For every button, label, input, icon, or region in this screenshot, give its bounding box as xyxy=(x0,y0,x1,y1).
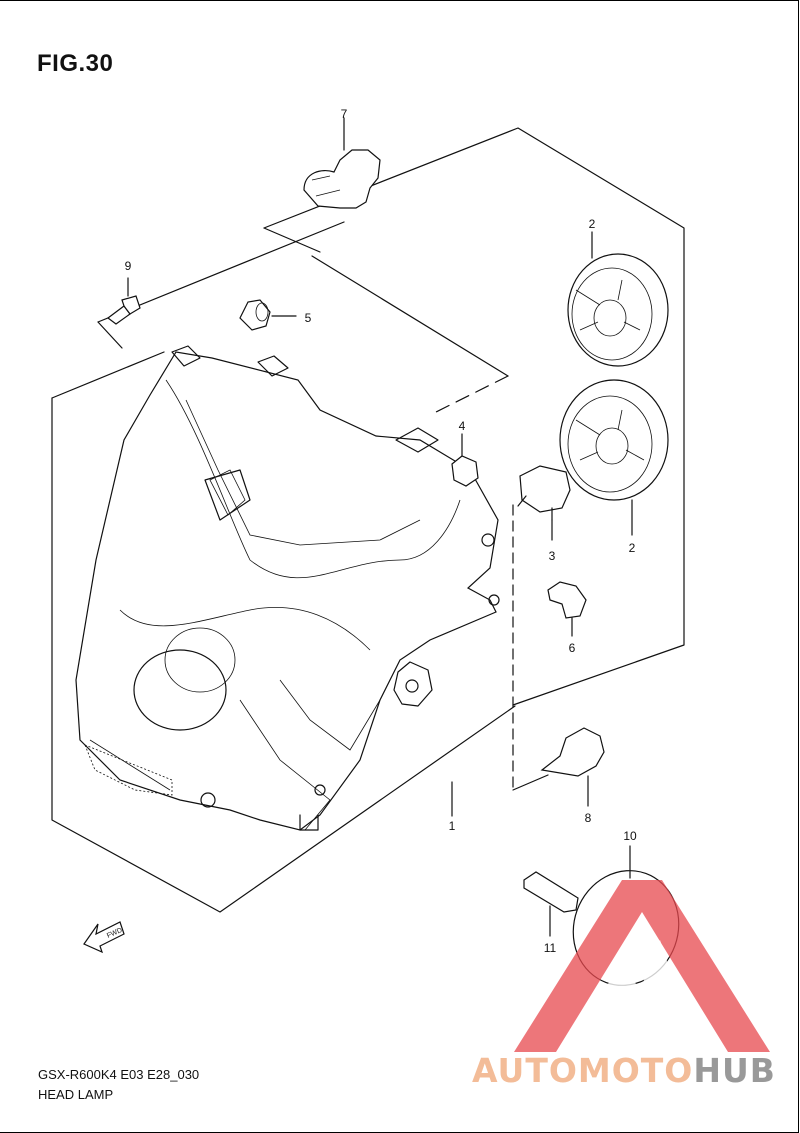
watermark-logo: AUTOMOTOHUB xyxy=(472,880,776,1090)
watermark-text-part1: AUTOMOTO xyxy=(472,1051,693,1090)
callout-8: 8 xyxy=(585,811,592,825)
bulb-lower xyxy=(540,727,605,807)
grommet xyxy=(239,299,297,331)
mounting-pin xyxy=(523,871,579,937)
callout-10: 10 xyxy=(623,829,637,843)
watermark-text-part2: HUB xyxy=(693,1051,776,1090)
assembly-outline-right xyxy=(263,127,685,791)
callout-2-lower: 2 xyxy=(629,541,636,555)
callout-2-upper: 2 xyxy=(589,217,596,231)
callout-4: 4 xyxy=(459,419,466,433)
bulb-cover-upper xyxy=(567,231,669,367)
watermark-text-automoto: AUTOMOTOHUB xyxy=(472,1051,776,1090)
headlamp-housing xyxy=(75,345,500,831)
callout-9: 9 xyxy=(125,259,132,273)
screw xyxy=(107,277,141,325)
callout-1: 1 xyxy=(449,819,456,833)
callout-6: 6 xyxy=(569,641,576,655)
bulb-top xyxy=(303,117,381,209)
socket-elbow xyxy=(547,581,587,637)
position-bulb xyxy=(451,433,479,487)
callout-7: 7 xyxy=(341,107,348,121)
forward-arrow-icon: FWD xyxy=(83,921,125,954)
bulb-cover-lower xyxy=(559,379,669,536)
callout-5: 5 xyxy=(305,311,312,325)
callout-3: 3 xyxy=(549,549,556,563)
bulb-socket xyxy=(517,465,571,541)
model-code: GSX-R600K4 E03 E28_030 xyxy=(38,1067,200,1082)
section-name: HEAD LAMP xyxy=(38,1087,114,1102)
figure-title: FIG.30 xyxy=(37,50,114,77)
callout-11: 11 xyxy=(544,941,557,955)
